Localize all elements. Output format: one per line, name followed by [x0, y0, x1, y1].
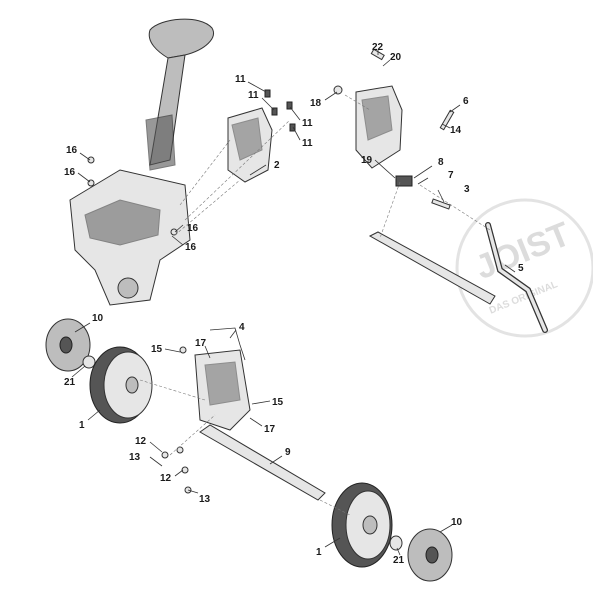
callout-labels: 1 1 2 3 4 5 6 7 8 9 10 10 11 11 11 11 12…	[64, 42, 524, 566]
callout-11-a: 11	[235, 74, 246, 85]
callout-5: 5	[518, 263, 524, 274]
callout-21-right: 21	[393, 555, 405, 566]
callout-10-right: 10	[451, 517, 463, 528]
hubcap-left	[45, 318, 91, 372]
washer-right	[389, 535, 403, 551]
gear-bracket-middle	[194, 349, 251, 431]
callout-12-b: 12	[160, 473, 172, 484]
callout-19: 19	[361, 155, 373, 166]
callout-13-b: 13	[199, 494, 211, 505]
upper-shaft	[368, 231, 496, 305]
callout-1-left: 1	[79, 420, 85, 431]
callout-16-d: 16	[185, 242, 197, 253]
assembly-lines	[139, 94, 491, 516]
gearbox-housing	[69, 169, 191, 306]
callout-16-a: 16	[66, 145, 78, 156]
callout-11-b: 11	[248, 90, 259, 101]
wheel-right	[331, 482, 393, 568]
wire-part-4	[209, 327, 246, 361]
callout-12-a: 12	[135, 436, 147, 447]
bracket-upper-right	[355, 85, 403, 169]
callout-11-c: 11	[302, 118, 313, 129]
callout-8: 8	[438, 157, 444, 168]
leader-lines	[71, 50, 516, 556]
callout-6: 6	[463, 96, 469, 107]
callout-2: 2	[274, 160, 280, 171]
callout-9: 9	[285, 447, 291, 458]
callout-3: 3	[464, 184, 470, 195]
handle-grip	[145, 18, 214, 171]
callout-17-a: 17	[195, 338, 207, 349]
callout-22: 22	[372, 42, 384, 53]
callout-14: 14	[450, 125, 462, 136]
callout-16-c: 16	[187, 223, 199, 234]
callout-16-b: 16	[64, 167, 76, 178]
callout-15-b: 15	[272, 397, 284, 408]
callout-11-d: 11	[302, 138, 313, 149]
callout-17-b: 17	[264, 424, 276, 435]
callout-21-left: 21	[64, 377, 76, 388]
callout-15-a: 15	[151, 344, 163, 355]
bracket-part-2	[227, 107, 273, 183]
callout-7: 7	[448, 170, 454, 181]
callout-4: 4	[239, 322, 245, 333]
callout-18: 18	[310, 98, 322, 109]
callout-1-right: 1	[316, 547, 322, 558]
hubcap-right	[407, 528, 453, 582]
axle-part-9	[199, 424, 326, 501]
callout-20: 20	[390, 52, 402, 63]
callout-10-left: 10	[92, 313, 104, 324]
washer-left	[82, 355, 96, 369]
watermark-logo: JOIST DAS ORIGINAL	[455, 198, 593, 338]
wheel-left	[89, 346, 153, 424]
callout-13-a: 13	[129, 452, 141, 463]
